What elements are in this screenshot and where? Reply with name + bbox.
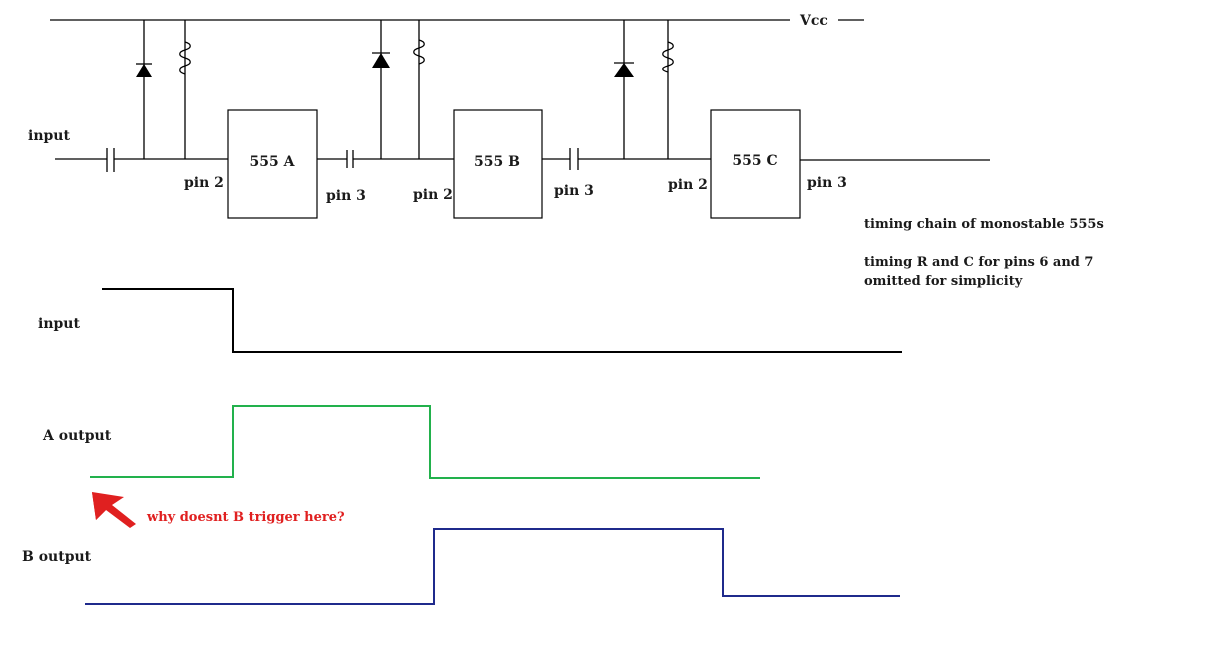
input-waveform bbox=[102, 288, 902, 353]
inductor-icon bbox=[413, 39, 425, 65]
annotation-arrow-icon bbox=[92, 492, 136, 528]
inductor-icon bbox=[179, 41, 191, 75]
timer-555-c bbox=[710, 109, 801, 219]
coupling-b-c bbox=[542, 148, 711, 170]
stage-c-in-pin: pin 2 bbox=[668, 177, 708, 193]
timer-555-b-label: 555 B bbox=[474, 154, 520, 170]
diode-icon bbox=[136, 63, 152, 77]
diode-icon bbox=[614, 62, 634, 77]
capacitor-icon bbox=[106, 148, 115, 172]
waveform-b-label: B output bbox=[22, 549, 92, 565]
b-output-waveform bbox=[85, 528, 900, 605]
waveform-input-label: input bbox=[38, 316, 80, 332]
diode-icon bbox=[372, 52, 390, 68]
input-coupling: input bbox=[28, 128, 228, 172]
timer-555-b bbox=[453, 109, 543, 219]
stage-c-network bbox=[614, 20, 674, 159]
inductor-icon bbox=[662, 41, 674, 73]
stage-b-out-pin: pin 3 bbox=[554, 183, 594, 199]
coupling-a-b bbox=[317, 150, 454, 168]
stage-a-in-pin: pin 2 bbox=[184, 175, 224, 191]
note-line-2: timing R and C for pins 6 and 7 bbox=[864, 255, 1093, 270]
circuit-input-label: input bbox=[28, 128, 70, 144]
stage-b-network bbox=[372, 20, 425, 159]
annotation-text: why doesnt B trigger here? bbox=[146, 510, 345, 525]
capacitor-icon bbox=[569, 148, 579, 170]
timer-555-a-label: 555 A bbox=[250, 154, 296, 170]
stage-a-network bbox=[136, 20, 191, 159]
stage-b-in-pin: pin 2 bbox=[413, 187, 453, 203]
vcc-rail: Vcc bbox=[50, 13, 864, 29]
timer-555-a bbox=[227, 109, 318, 219]
a-output-waveform bbox=[90, 405, 760, 479]
stage-a-out-pin: pin 3 bbox=[326, 188, 366, 204]
note-line-3: omitted for simplicity bbox=[864, 274, 1023, 289]
stage-c-out-pin: pin 3 bbox=[807, 175, 847, 191]
timer-555-c-label: 555 C bbox=[732, 153, 777, 169]
capacitor-icon bbox=[346, 150, 354, 168]
vcc-label: Vcc bbox=[799, 13, 828, 29]
note-line-1: timing chain of monostable 555s bbox=[864, 217, 1104, 232]
waveform-a-label: A output bbox=[42, 428, 112, 444]
